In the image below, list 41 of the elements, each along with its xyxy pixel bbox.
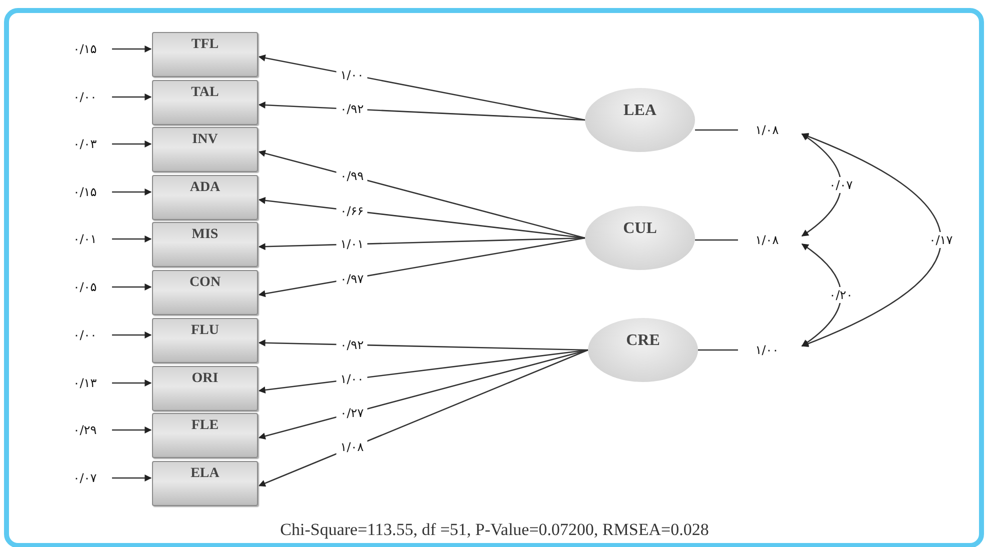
arrow [258, 349, 588, 440]
indicator-box: ELA [152, 461, 258, 506]
arrow [112, 426, 152, 434]
indicator-box: INV [152, 127, 258, 172]
indicator-box: ORI [152, 366, 258, 411]
arrow [258, 237, 586, 298]
arrow [112, 284, 152, 290]
indicator-box: MIS [152, 222, 258, 267]
arrow [258, 237, 586, 250]
arrow [258, 54, 586, 121]
indicator-box: TAL [152, 80, 258, 125]
arrow [112, 332, 152, 338]
edge-label: ۱/۰۰ [336, 371, 368, 388]
arrow [258, 102, 586, 121]
edge-label: ۰/۹۲ [336, 101, 368, 118]
arrow [112, 94, 152, 100]
connector-line [695, 239, 738, 241]
edge-label: ۰/۹۹ [336, 168, 368, 184]
arrow [258, 349, 588, 394]
edge-label: ۱/۰۸ [336, 439, 368, 456]
indicator-box: ADA [152, 175, 258, 220]
arrow [112, 236, 152, 242]
arrow [112, 46, 152, 52]
indicator-box: CON [152, 270, 258, 315]
arrow [112, 474, 152, 482]
edge-label: ۱/۰۱ [336, 236, 368, 252]
connector-line [695, 129, 738, 131]
arrow [112, 188, 152, 196]
fit-statistics-caption: Chi-Square=113.55, df =51, P-Value=0.07200, RMSEA=0.028 [279, 520, 710, 540]
indicator-box: TFL [152, 32, 258, 77]
connector-line [698, 349, 738, 351]
arrow [801, 133, 942, 347]
arrow [258, 349, 588, 487]
indicator-box: FLU [152, 318, 258, 363]
arrow [258, 197, 586, 239]
arrow [258, 150, 586, 239]
arrow [801, 243, 842, 347]
indicator-box: FLE [152, 413, 258, 458]
arrow [112, 380, 152, 386]
arrow [801, 133, 842, 237]
arrow [112, 140, 152, 148]
